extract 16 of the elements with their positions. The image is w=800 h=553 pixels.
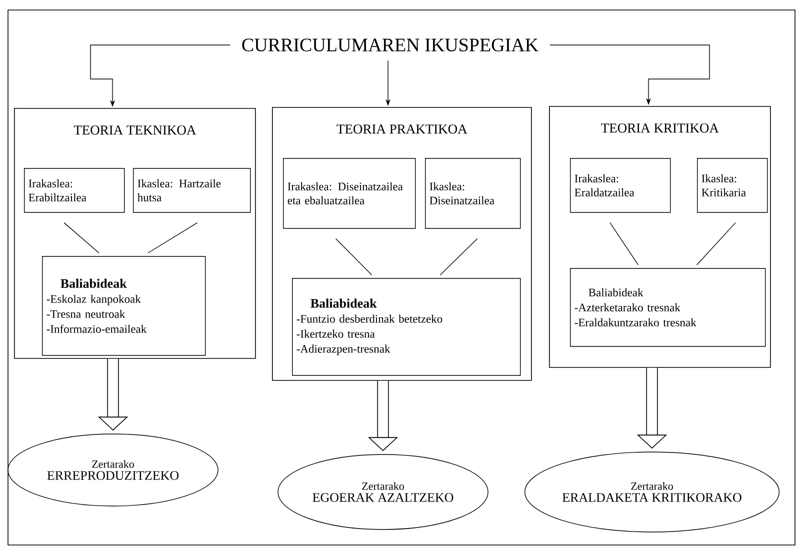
role-box: Irakaslea: Erabiltzailea xyxy=(24,168,125,213)
resources-box: Baliabideak -Funtzio desberdinak betetzeko -Ikertzeko tresna -Adierazpen-tresnak xyxy=(292,278,521,376)
role-box: Irakaslea: Eraldatzailea xyxy=(570,158,671,213)
resources-box: Baliabideak -Eskolaz kanpokoak -Tresna neutroak -Informazio-emaileak xyxy=(42,256,206,356)
connector-line xyxy=(610,222,639,266)
role-box: Ikaslea: Kritikaria xyxy=(697,158,768,213)
role-box: Irakaslea: Diseinatzailea eta ebaluatzailea xyxy=(283,158,416,229)
role-box: Ikaslea: Hartzaile hutsa xyxy=(133,168,251,213)
connector-line xyxy=(148,222,198,254)
heading: CURRICULUMAREN IKUSPEGIAK xyxy=(242,38,538,52)
connector-line xyxy=(335,238,372,276)
connector-line xyxy=(696,222,736,266)
connector-line xyxy=(440,238,478,276)
resources-box: Baliabideak -Azterketarako tresnak -Eraldakuntzarako tresnak xyxy=(570,268,766,347)
connector-line xyxy=(64,222,100,254)
role-box: Ikaslea: Diseinatzailea xyxy=(425,158,521,229)
